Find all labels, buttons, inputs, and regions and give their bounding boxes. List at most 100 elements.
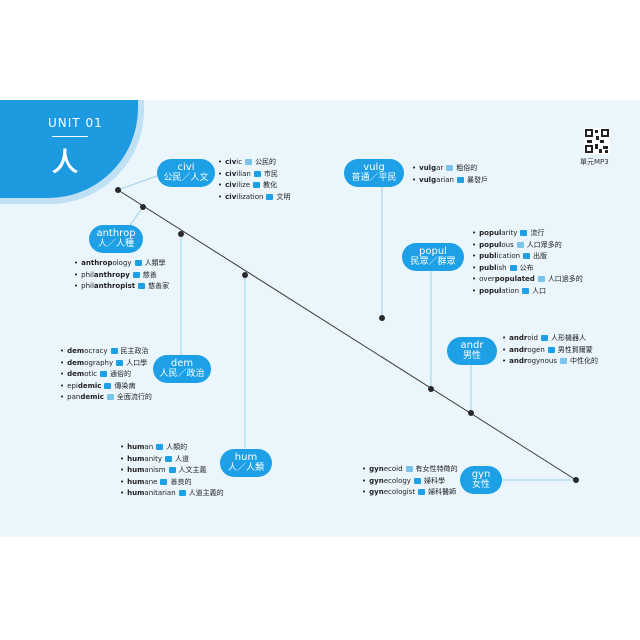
audio-tag-icon [266,193,274,200]
audio-tag-icon [540,335,548,341]
root-meaning: 男性 [462,351,481,361]
audio-tag-icon [516,241,524,248]
audio-tag-icon [418,489,426,495]
audio-tag-icon [178,490,186,496]
audio-tag-icon [106,394,114,400]
audio-tag-icon [413,477,421,484]
audio-tag-icon [253,170,261,177]
audio-tag-icon [520,230,528,236]
audio-tag-icon [160,478,168,485]
root-meaning: 公民／人文 [163,173,209,183]
audio-tag-icon [405,466,413,472]
qr-code-icon[interactable] [584,128,610,154]
audio-tag-icon [523,253,531,259]
root-label: hum [234,452,258,463]
root-meaning: 人民／政治 [159,369,205,379]
root-bubble-dem[interactable]: dem 人民／政治 [153,355,211,383]
root-bubble-anthrop[interactable]: anthrop 人／人種 [89,225,143,253]
audio-tag-icon [522,287,530,294]
page-panel: UNIT 01 人 單元MP3 civi [0,100,640,537]
audio-tag-icon [168,467,176,473]
audio-tag-icon [245,159,253,165]
audio-tag-icon [253,182,261,188]
audio-tag-icon [100,371,108,377]
audio-tag-icon [132,271,140,278]
root-bubble-andr[interactable]: andr 男性 [447,337,497,365]
root-meaning: 民眾／群眾 [410,257,456,267]
unit-divider [52,136,88,137]
root-bubble-hum[interactable]: hum 人／人類 [220,449,272,477]
audio-tag-icon [156,444,164,450]
root-meaning: 人／人類 [227,463,264,473]
root-label: vulg [363,162,385,173]
unit-label: UNIT 01 [48,116,103,130]
audio-tag-icon [134,260,142,266]
root-bubble-vulg[interactable]: vulg 普通／平民 [344,159,404,187]
audio-tag-icon [559,358,567,364]
root-meaning: 女性 [471,480,490,490]
audio-tag-icon [446,165,454,171]
root-meaning: 人／人種 [97,239,134,249]
audio-tag-icon [456,176,464,183]
root-meaning: 普通／平民 [351,173,397,183]
audio-tag-icon [547,346,555,353]
audio-tag-icon [537,276,545,282]
connector-lines [115,171,579,483]
root-bubble-civi[interactable]: civi 公民／人文 [157,159,215,187]
root-label: dem [170,358,194,369]
root-bubble-gyn[interactable]: gyn 女性 [460,466,502,494]
root-label: anthrop [96,228,136,239]
root-bubble-popul[interactable]: popul 民眾／群眾 [402,243,464,271]
root-label: andr [460,340,484,351]
unit-title: 人 [52,148,79,178]
audio-tag-icon [138,283,146,289]
root-label: gyn [471,469,491,480]
audio-tag-icon [110,348,118,354]
root-label: civi [177,162,195,173]
audio-tag-icon [116,359,124,366]
audio-tag-icon [164,455,172,462]
audio-tag-icon [509,264,517,271]
audio-tag-icon [104,382,112,389]
root-label: popul [419,246,447,257]
